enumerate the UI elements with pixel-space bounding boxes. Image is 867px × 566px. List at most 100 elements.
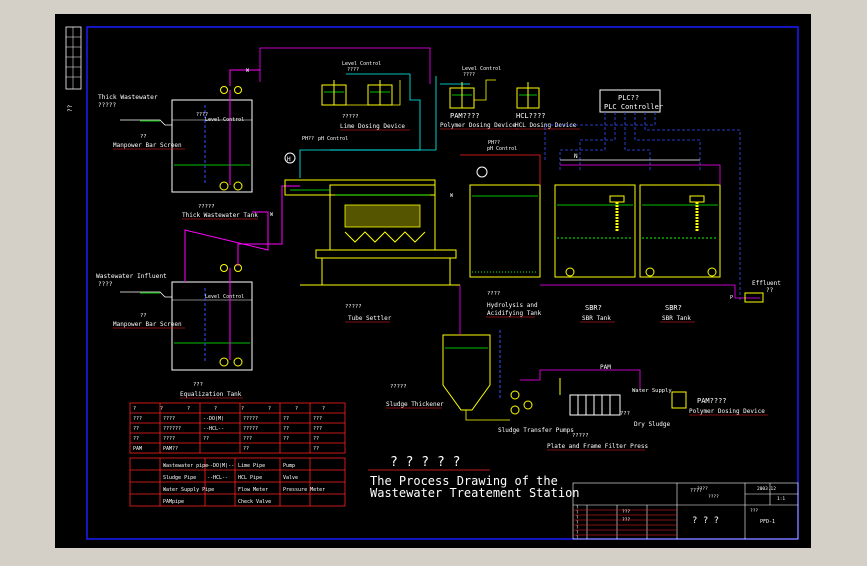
legend-bottom-cell: Wastewater pipe xyxy=(163,463,208,469)
title-block-row-label: ? xyxy=(576,535,579,540)
sbr1-label: SBR Tank xyxy=(582,315,611,322)
legend-bottom-cell: Water Supply Pipe xyxy=(163,487,214,493)
dry-sludge-cn: ??? xyxy=(620,411,630,417)
dry-sludge-label: Dry Sludge xyxy=(634,421,671,428)
title-block-row-label: ? xyxy=(576,530,579,535)
plc-line1: PLC?? xyxy=(618,94,639,102)
ph-control-cn: PH?? xyxy=(302,136,314,142)
lime-dosing-device xyxy=(321,73,410,106)
pam2-dosing-device xyxy=(671,391,687,409)
legend-top-cell: ?? xyxy=(283,436,289,442)
tb-scale: 1:1 xyxy=(777,496,785,502)
influent-tank xyxy=(120,264,253,371)
pam-cn: PAM???? xyxy=(450,112,480,120)
legend-top-cell: ? xyxy=(214,406,217,412)
legend-top-cell: ?? xyxy=(313,436,319,442)
tb-drawing-no: ??? xyxy=(750,508,758,514)
hydrolysis-cn: ???? xyxy=(487,291,500,297)
sludge-thickener-cn: ????? xyxy=(390,384,407,390)
filter-press-label: Plate and Frame Filter Press xyxy=(547,443,649,450)
legend-top-cell: ?? xyxy=(313,446,319,452)
legend-table-top xyxy=(129,402,346,454)
plc-line2: PLC Controller xyxy=(604,103,663,111)
thick-tank-caption: Thick Wastewater Tank xyxy=(182,212,258,219)
legend-top-cell: --DO(M) xyxy=(203,416,224,422)
screen2-cn: ?? xyxy=(140,313,147,319)
legend-top-cell: ? xyxy=(322,406,325,412)
legend-bottom-cell: Lime Pipe xyxy=(238,463,265,469)
title-block-row-label: ? xyxy=(576,505,579,510)
legend-bottom-cell: --DO(M)-- xyxy=(207,463,234,469)
legend-top-cell: ?? xyxy=(243,446,249,452)
screen1-cn: ?? xyxy=(140,134,147,140)
tb-date: 2003.12 xyxy=(757,486,776,492)
title-line2: Wastewater Treatement Station xyxy=(370,486,580,500)
lime-cn: ????? xyxy=(342,114,359,120)
legend-bottom-cell: --HCL-- xyxy=(207,475,228,481)
sbr2-cn: SBR? xyxy=(665,304,682,312)
equalization-cn: ??? xyxy=(193,382,203,388)
lime-level: Level Control xyxy=(342,61,381,67)
tube-settler-cn: ????? xyxy=(345,304,362,310)
sbr-tanks xyxy=(540,159,760,299)
stream-w-3: W xyxy=(450,193,454,199)
stream-w-1: W xyxy=(246,68,250,74)
title-block xyxy=(572,482,799,540)
legend-bottom-cell: Valve xyxy=(283,475,298,481)
pam-level-cn: ???? xyxy=(463,72,475,78)
drawing-frame xyxy=(86,26,799,540)
tb-project: ???? xyxy=(690,488,702,494)
lime-label: Lime Dosing Device xyxy=(340,123,405,130)
screen2-label: Manpower Bar Screen xyxy=(113,321,182,328)
pam-level: Level Control xyxy=(462,66,501,72)
stream-h: H xyxy=(287,156,291,163)
sludge-pumps xyxy=(510,369,641,415)
stream-n: N xyxy=(574,153,578,160)
thick-tank-level: Level Control xyxy=(205,117,244,123)
legend-bottom-cell: HCL Pipe xyxy=(238,475,262,481)
influent-level: Level Control xyxy=(205,294,244,300)
thick-wastewater-tank xyxy=(120,69,260,193)
legend-top-cell: ?? xyxy=(283,416,289,422)
thick-tank-level-cn: ???? xyxy=(196,112,208,118)
legend-top-cell: ? xyxy=(187,406,190,412)
sbr1-cn: SBR? xyxy=(585,304,602,312)
effluent-cn: ?? xyxy=(766,287,774,294)
plc-controller-box xyxy=(599,89,661,113)
thick-wastewater-title: Thick Wastewater xyxy=(98,94,158,101)
legend-bottom-cell: Pump xyxy=(283,463,295,469)
tb-c2: ???? xyxy=(708,494,719,500)
title-block-row-label: ? xyxy=(576,510,579,515)
legend-top-cell: ?? xyxy=(283,426,289,432)
pam-line-label: PAM xyxy=(600,364,611,371)
tb-c3: ??? xyxy=(622,509,630,515)
title-block-row-label: ? xyxy=(576,520,579,525)
legend-top-cell: ? xyxy=(268,406,271,412)
water-supply-label: Water Supply xyxy=(632,388,672,394)
drawing-sheet xyxy=(55,14,811,548)
legend-top-cell: ??? xyxy=(313,426,322,432)
ph-meter-icon xyxy=(284,152,296,164)
ph-control2-cn: PH?? xyxy=(488,140,500,146)
filter-press-cn: ????? xyxy=(572,433,589,439)
hydrolysis-label1: Hydrolysis and xyxy=(487,302,538,309)
legend-top-cell: ?????? xyxy=(163,426,181,432)
ph-control-label: pH Control xyxy=(318,136,348,142)
legend-top-cell: ?? xyxy=(133,426,139,432)
thick-tank-caption-cn: ????? xyxy=(198,204,215,210)
lime-level-cn: ???? xyxy=(347,67,359,73)
legend-top-cell: ??? xyxy=(133,416,142,422)
tb-c4: ??? xyxy=(622,517,630,523)
effluent-meter-icon xyxy=(744,292,764,303)
title-block-row-label: ? xyxy=(576,515,579,520)
pam-label: Polymer Dosing Device xyxy=(440,122,516,129)
hydrolysis-label2: Acidifying Tank xyxy=(487,310,542,317)
legend-top-cell: ? xyxy=(160,406,163,412)
hcl-cn: HCL???? xyxy=(516,112,546,120)
legend-top-cell: ????? xyxy=(243,426,258,432)
legend-table-bottom xyxy=(129,457,346,507)
stream-p: P xyxy=(730,295,733,301)
